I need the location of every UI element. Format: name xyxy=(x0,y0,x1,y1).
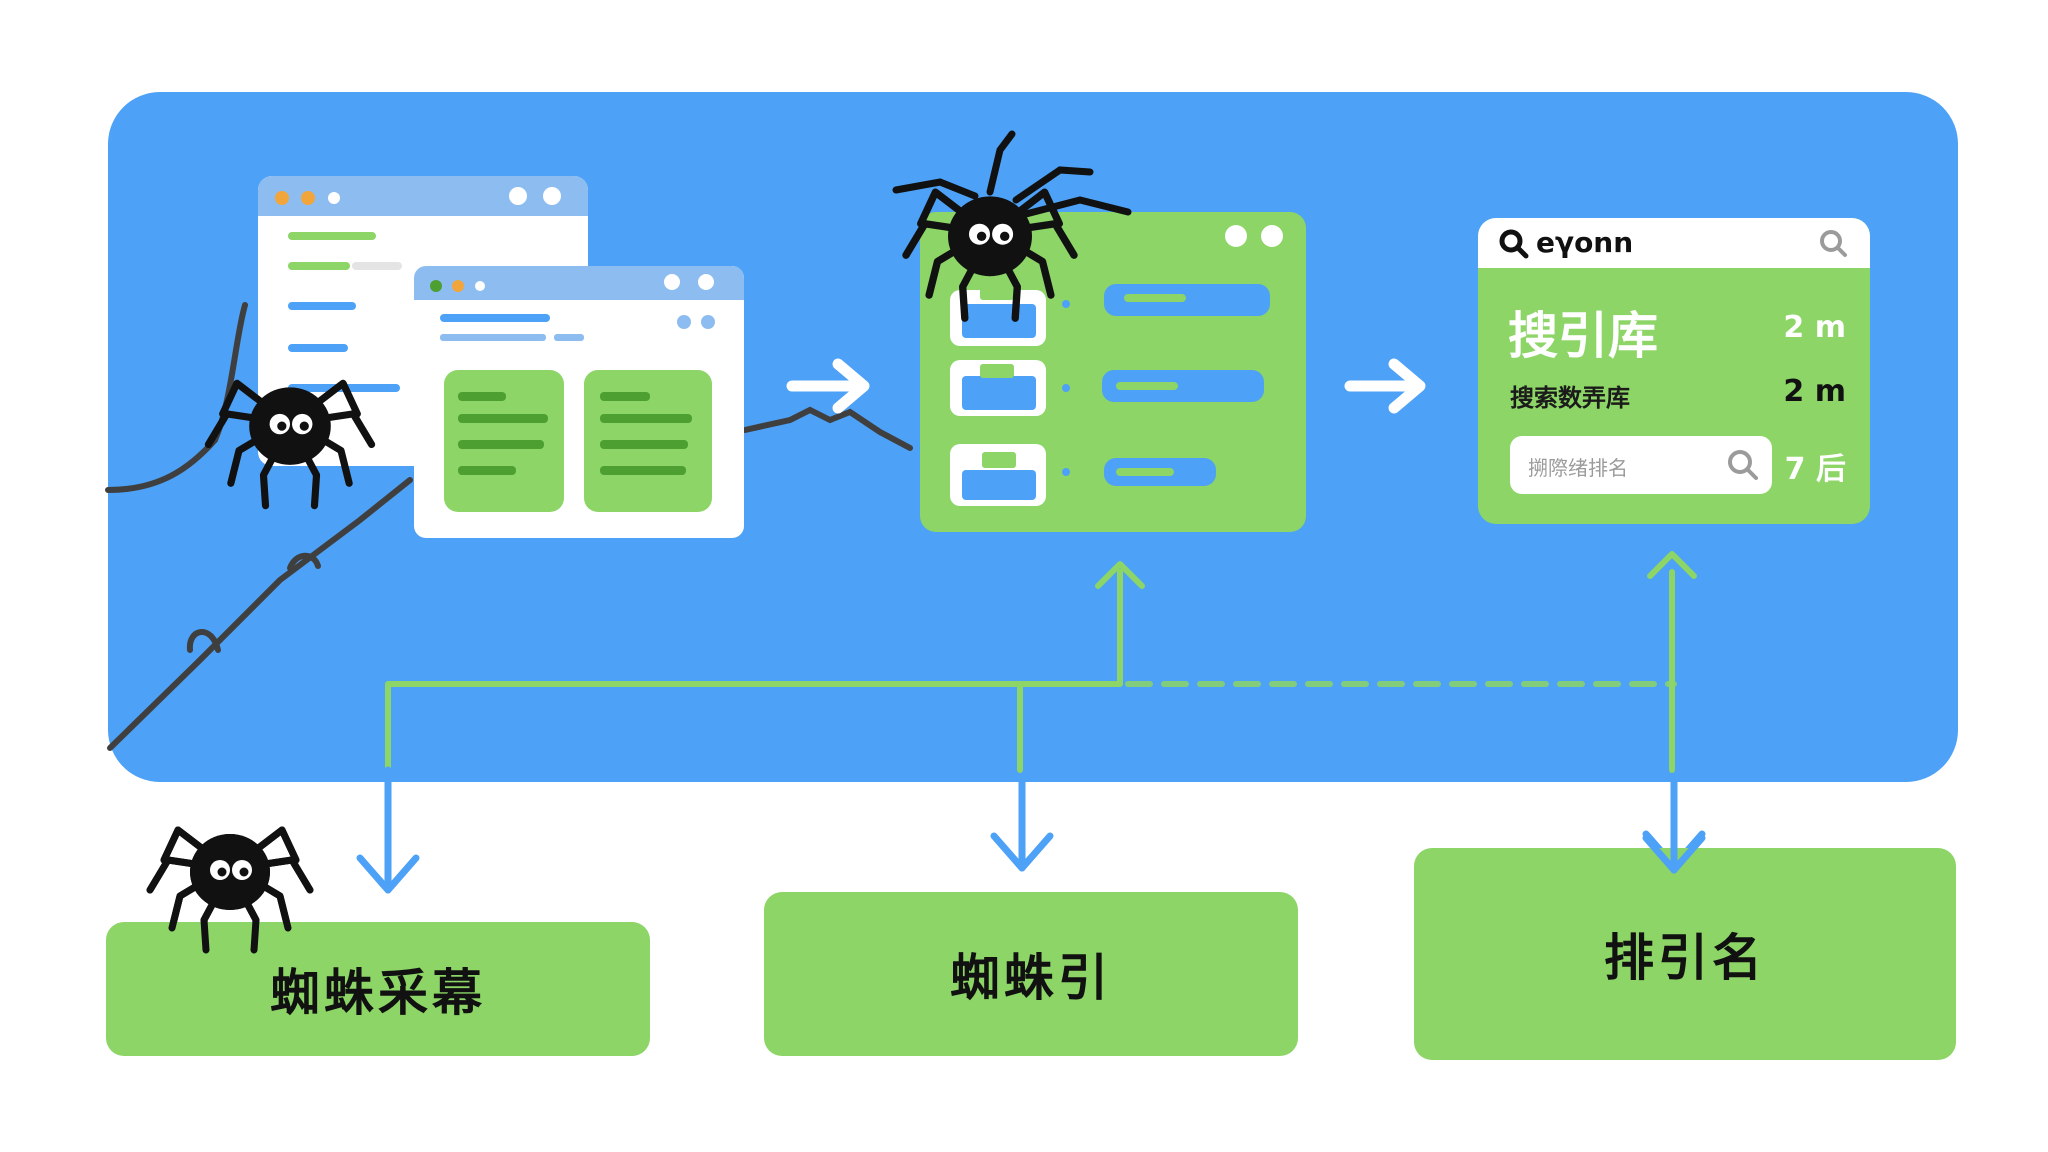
search-input[interactable]: 搠際绪排名 xyxy=(1510,436,1772,494)
window-dot-icon xyxy=(275,191,289,205)
index-subtitle-count: 2 m xyxy=(1783,374,1846,409)
search-header-bar: eγonn xyxy=(1478,218,1870,268)
index-title-count: 2 m xyxy=(1783,310,1846,345)
stage-label: 排引名 xyxy=(1604,929,1766,987)
arrow-up-icon xyxy=(1647,551,1697,579)
arrow-right-icon xyxy=(1344,358,1426,414)
stage-label: 蜘蛛引 xyxy=(950,949,1112,1007)
search-count: 7 后 xyxy=(1784,452,1846,487)
stage-index: 蜘蛛引 xyxy=(764,892,1298,1056)
window-dot-icon xyxy=(328,192,340,204)
search-placeholder: 搠際绪排名 xyxy=(1528,456,1628,480)
window-dot-icon xyxy=(301,191,315,205)
stage-crawl: 蜘蛛采幕 xyxy=(106,922,650,1056)
search-icon[interactable] xyxy=(1726,448,1760,482)
arrow-down-icon xyxy=(990,772,1054,872)
search-icon xyxy=(1499,229,1529,259)
arrow-down-icon xyxy=(356,766,420,894)
stage-label: 蜘蛛采幕 xyxy=(270,964,486,1022)
arrow-right-icon xyxy=(786,358,870,414)
feedback-lines xyxy=(385,569,1677,811)
arrow-up-icon xyxy=(1095,561,1145,589)
search-brand: eγonn xyxy=(1536,226,1634,259)
search-ranking-card: eγonn 搜引库 2 m 搜索数弄库 2 m 搠際绪排名 7 后 xyxy=(1478,218,1870,524)
search-icon[interactable] xyxy=(1818,228,1850,260)
index-title: 搜引库 xyxy=(1508,307,1658,365)
stage-rank: 排引名 xyxy=(1414,848,1956,1060)
crawled-page-front-window xyxy=(414,266,744,538)
index-subtitle: 搜索数弄库 xyxy=(1510,384,1630,412)
